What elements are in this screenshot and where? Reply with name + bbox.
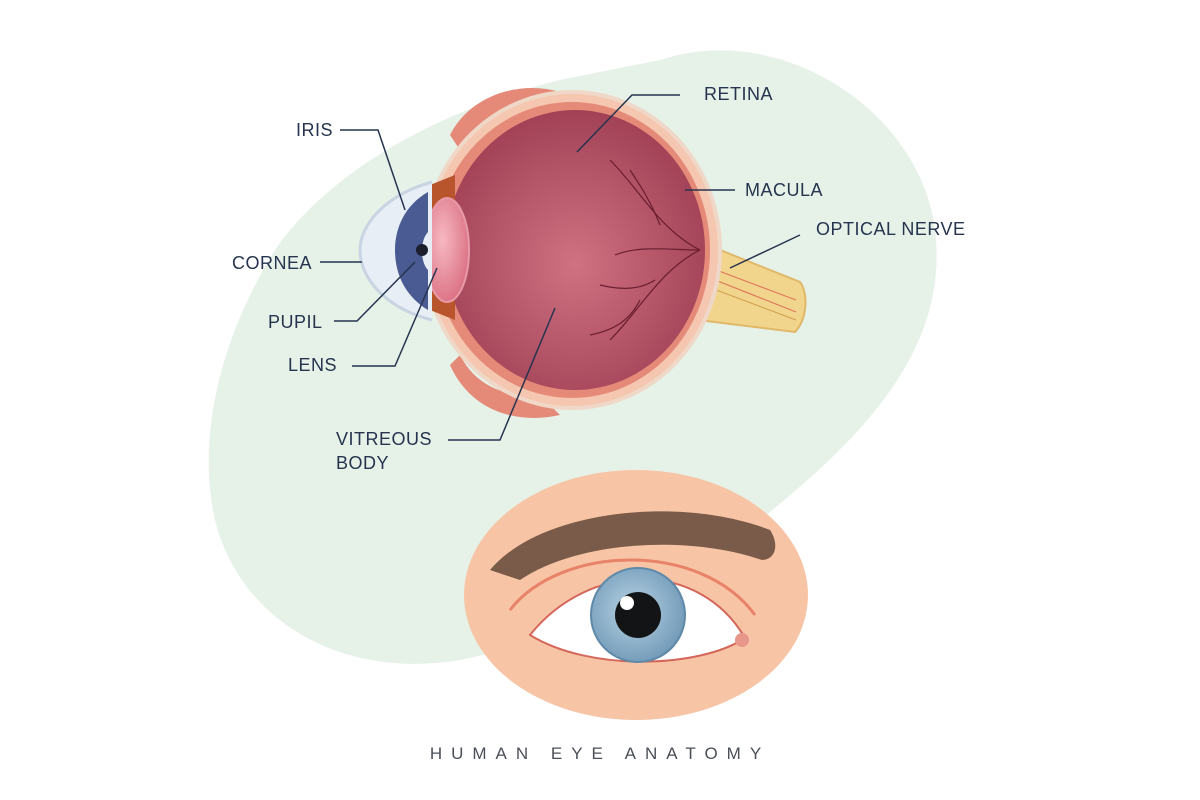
- label-macula: MACULA: [745, 180, 824, 200]
- label-vitreous-line2: BODY: [336, 453, 390, 473]
- label-optical-nerve: OPTICAL NERVE: [816, 219, 966, 239]
- eyelid-crease: [508, 558, 757, 616]
- diagram-title: HUMAN EYE ANATOMY: [429, 744, 771, 763]
- eyebrow: [490, 511, 776, 580]
- label-cornea: CORNEA: [232, 253, 313, 273]
- label-pupil: PUPIL: [268, 312, 323, 332]
- pupil-dot: [416, 244, 428, 256]
- leader-lines: [320, 94, 801, 441]
- vitreous-body-shape: [445, 110, 705, 390]
- label-iris: IRIS: [296, 120, 334, 140]
- tear-duct: [735, 633, 749, 647]
- label-retina: RETINA: [704, 84, 774, 104]
- label-vitreous-line1: VITREOUS: [336, 429, 433, 449]
- front-eye-illustration: [464, 470, 808, 720]
- label-lens: LENS: [288, 355, 338, 375]
- retinal-vessels: [589, 159, 701, 341]
- iris-shape: [395, 192, 428, 310]
- pupil-highlight: [620, 596, 634, 610]
